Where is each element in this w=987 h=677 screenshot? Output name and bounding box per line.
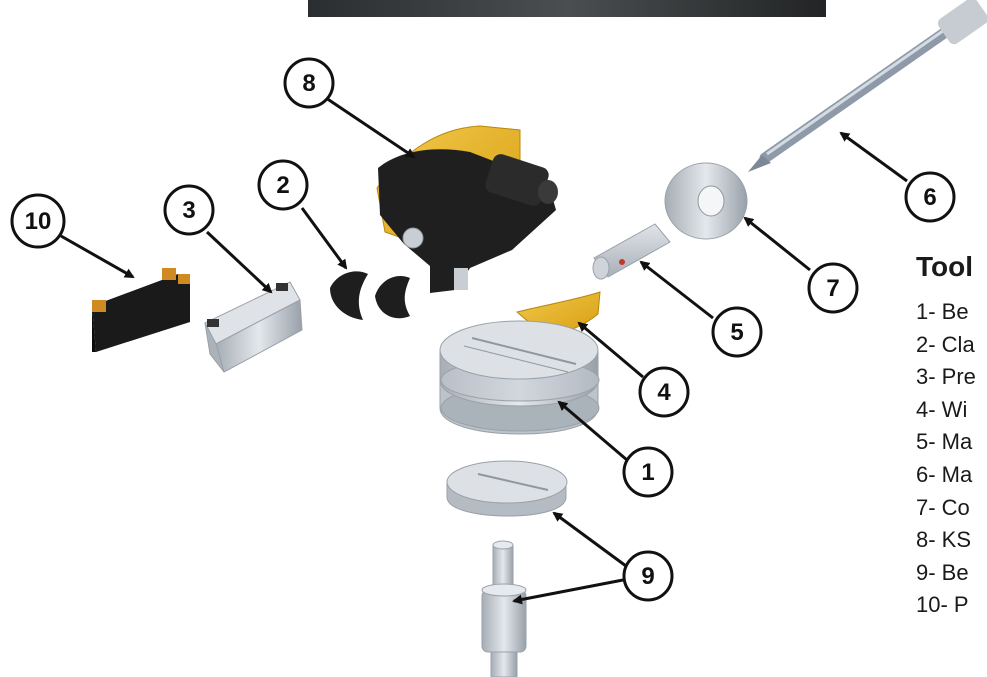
leader-9a (554, 513, 626, 566)
leader-9b (514, 580, 623, 601)
legend-item-2: 2- Cla (916, 329, 987, 362)
legend-item-8: 8- KS (916, 524, 987, 557)
callout-9: 9 (624, 552, 672, 600)
callout-2: 2 (259, 161, 307, 209)
callout-8: 8 (285, 59, 333, 107)
part-7-collar-washer (665, 163, 747, 239)
legend-item-7: 7- Co (916, 492, 987, 525)
part-9-axle-pin (482, 541, 526, 677)
callout-1: 1 (624, 448, 672, 496)
legend-item-4: 4- Wi (916, 394, 987, 427)
legend-item-6: 6- Ma (916, 459, 987, 492)
part-10-block (92, 268, 190, 352)
svg-text:6: 6 (923, 184, 936, 211)
svg-text:5: 5 (730, 319, 743, 346)
callout-6: 6 (906, 173, 954, 221)
callout-5: 5 (713, 308, 761, 356)
legend-item-3: 3- Pre (916, 361, 987, 394)
legend-item-5: 5- Ma (916, 426, 987, 459)
leader-10 (61, 236, 133, 277)
svg-text:8: 8 (302, 70, 315, 97)
callout-7: 7 (809, 264, 857, 312)
leader-5 (641, 262, 713, 318)
svg-text:1: 1 (641, 459, 654, 486)
top-photo-strip (308, 0, 826, 17)
svg-text:7: 7 (826, 275, 839, 302)
svg-text:3: 3 (182, 197, 195, 224)
svg-text:4: 4 (657, 379, 671, 406)
leader-8 (326, 98, 414, 157)
leader-7 (745, 218, 810, 270)
part-6-mandrel-rod (748, 0, 987, 172)
part-5-mandrel-pin (593, 224, 670, 279)
svg-text:2: 2 (276, 172, 289, 199)
leader-3 (207, 232, 271, 292)
legend-item-10: 10- P (916, 589, 987, 622)
svg-text:9: 9 (641, 563, 654, 590)
leader-2 (302, 208, 346, 268)
callout-10: 10 (12, 195, 64, 247)
legend-item-1: 1- Be (916, 296, 987, 329)
part-2-clamp-die (330, 271, 410, 320)
svg-text:10: 10 (25, 208, 52, 235)
leader-6 (841, 133, 907, 181)
parts-legend: Tool 1- Be 2- Cla 3- Pre 4- Wi 5- Ma 6- … (916, 250, 987, 622)
legend-item-9: 9- Be (916, 557, 987, 590)
callout-3: 3 (165, 186, 213, 234)
callout-4: 4 (640, 368, 688, 416)
part-9-bend-die-plate (447, 461, 567, 516)
legend-title: Tool (916, 250, 987, 284)
part-3-pressure-die (205, 282, 302, 372)
